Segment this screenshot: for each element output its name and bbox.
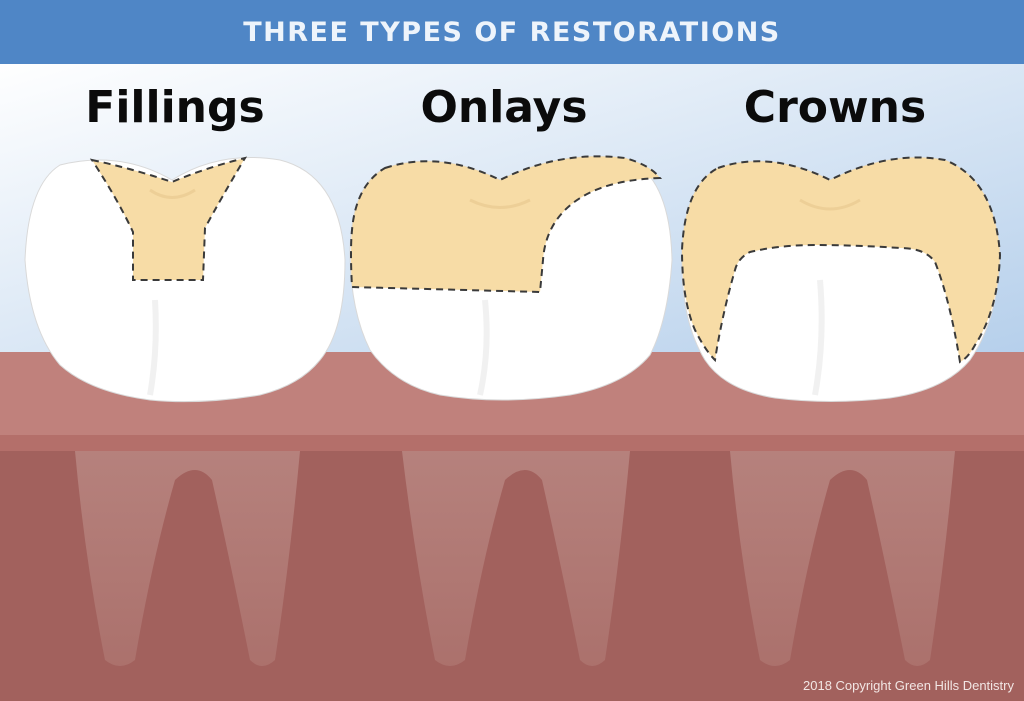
copyright-notice: 2018 Copyright Green Hills Dentistry bbox=[803, 678, 1014, 693]
filling-restoration bbox=[89, 156, 248, 281]
onlay-restoration bbox=[350, 155, 662, 294]
label-fillings: Fillings bbox=[85, 82, 265, 133]
tooth-filling bbox=[24, 156, 346, 403]
root-filling bbox=[75, 451, 300, 666]
root-crown bbox=[730, 451, 955, 666]
root-onlay bbox=[402, 451, 630, 666]
tooth-groove-shading bbox=[149, 188, 861, 211]
label-crowns: Crowns bbox=[743, 82, 927, 133]
tooth-lower-shading bbox=[147, 279, 825, 396]
gum-edge bbox=[0, 435, 1024, 451]
tooth-crown bbox=[680, 156, 1002, 402]
tooth-onlay bbox=[349, 155, 673, 401]
page-title: THREE TYPES OF RESTORATIONS bbox=[243, 16, 781, 48]
title-banner: THREE TYPES OF RESTORATIONS bbox=[0, 0, 1024, 64]
label-onlays: Onlays bbox=[420, 82, 588, 133]
crown-restoration bbox=[680, 156, 1002, 364]
